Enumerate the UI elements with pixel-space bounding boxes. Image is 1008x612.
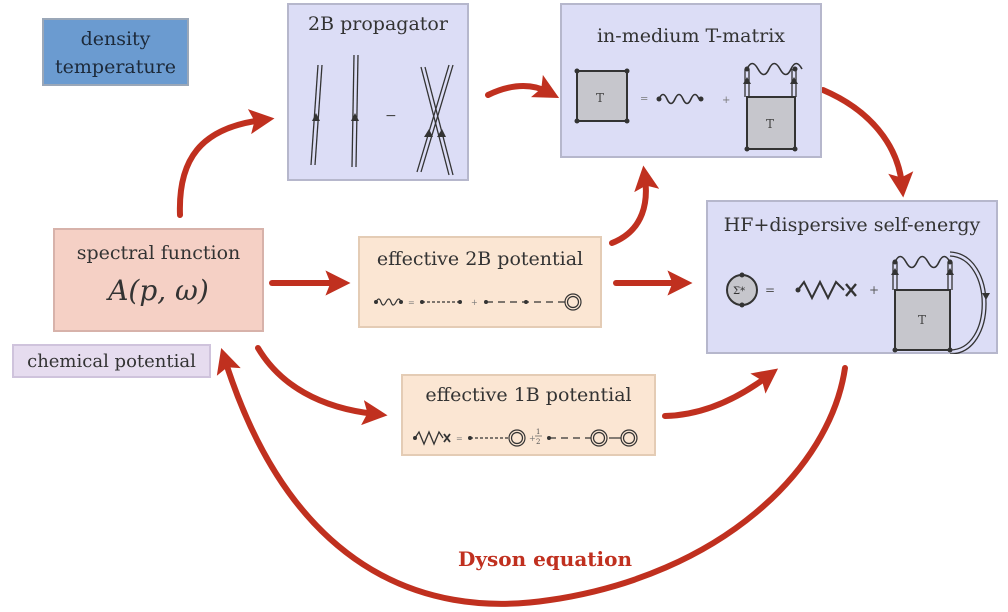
t-matrix-rhs-t: T xyxy=(766,117,774,131)
density-temperature-box: density temperature xyxy=(42,18,189,86)
propagator-diagram: − xyxy=(310,54,454,176)
effective-1b-half-num: 1 xyxy=(536,428,540,436)
t-matrix-lhs-t: T xyxy=(596,91,604,105)
propagator-2b-title: 2B propagator xyxy=(308,13,448,35)
effective-2b-diagram: = + xyxy=(374,293,582,311)
effective-1b-plus: + xyxy=(529,434,536,443)
effective-1b-title: effective 1B potential xyxy=(425,384,632,406)
self-energy-title: HF+dispersive self-energy xyxy=(723,214,981,236)
spectral-function-title: spectral function xyxy=(76,242,241,264)
arrow-eff1b-to-selfenergy xyxy=(662,368,779,419)
t-matrix-equals: = xyxy=(640,94,648,105)
effective-1b-half-den: 2 xyxy=(536,438,540,446)
effective-1b-diagram: = + 1 2 xyxy=(413,428,638,447)
arrow-eff2b-to-tmatrix xyxy=(609,165,660,246)
propagator-minus: − xyxy=(385,108,397,124)
effective-2b-box: effective 2B potential = + xyxy=(358,236,602,328)
chemical-potential-box: chemical potential xyxy=(12,344,211,378)
effective-2b-equals: = xyxy=(408,298,415,307)
self-energy-diagram: Σ* = + T xyxy=(726,251,990,354)
t-matrix-plus: + xyxy=(722,95,730,106)
effective-1b-equals: = xyxy=(456,434,463,443)
effective-2b-title: effective 2B potential xyxy=(376,248,584,270)
dyson-equation-label: Dyson equation xyxy=(458,547,632,571)
self-energy-equals: = xyxy=(765,283,775,297)
arrow-spectral-to-eff1b xyxy=(255,345,388,426)
chemical-potential-label: chemical potential xyxy=(27,351,196,372)
self-energy-plus: + xyxy=(869,283,879,297)
arrow-dyson xyxy=(216,347,848,607)
t-matrix-title: in-medium T-matrix xyxy=(596,25,786,47)
effective-2b-plus: + xyxy=(471,298,478,307)
effective-1b-box: effective 1B potential = + 1 2 xyxy=(401,374,656,456)
sigma-symbol: Σ* xyxy=(733,286,745,297)
arrow-propagator-to-tmatrix xyxy=(485,74,560,98)
spectral-function-box: spectral function A(p, ω) xyxy=(53,228,264,332)
self-energy-box: HF+dispersive self-energy Σ* = + T xyxy=(706,200,998,354)
self-energy-t: T xyxy=(918,313,926,327)
t-matrix-box: in-medium T-matrix T = + T xyxy=(560,3,822,158)
density-label: density xyxy=(80,28,151,50)
spectral-function-formula: A(p, ω) xyxy=(108,274,209,307)
arrow-spectral-to-propagator xyxy=(176,109,275,218)
t-matrix-diagram: T = + T xyxy=(574,62,803,152)
arrow-tmatrix-to-selfenergy xyxy=(820,87,914,198)
propagator-2b-box: 2B propagator − xyxy=(287,3,469,181)
temperature-label: temperature xyxy=(55,56,176,78)
